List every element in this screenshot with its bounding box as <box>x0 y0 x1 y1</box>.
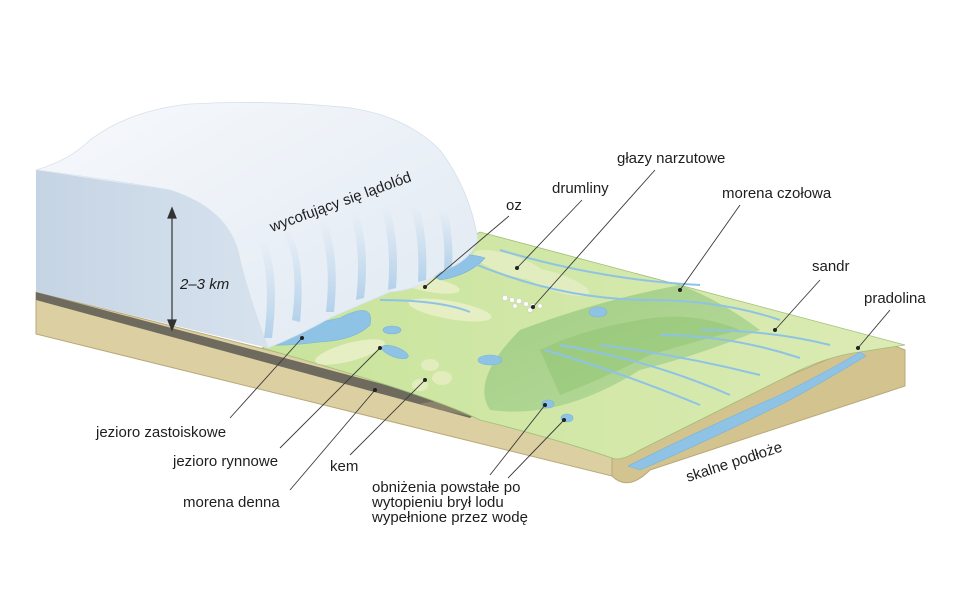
label-kem: kem <box>330 458 358 475</box>
label-oz: oz <box>506 197 522 214</box>
label-glazy-narzutowe: głazy narzutowe <box>617 150 725 167</box>
label-jezioro-zastoiskowe: jezioro zastoiskowe <box>95 424 226 441</box>
label-obnizenia-line1: obniżenia powstałe po <box>372 479 520 496</box>
label-obnizenia-line2: wytopieniu brył lodu <box>371 494 504 511</box>
label-morena-denna: morena denna <box>183 494 280 511</box>
label-pradolina: pradolina <box>864 290 926 307</box>
label-sandr: sandr <box>812 258 850 275</box>
label-obnizenia-line3: wypełnione przez wodę <box>371 509 528 526</box>
thickness-arrow <box>167 206 177 332</box>
label-morena-czolowa: morena czołowa <box>722 185 832 202</box>
thickness-label: 2–3 km <box>179 276 229 293</box>
meltwater-streams <box>379 249 831 406</box>
ice-sheet <box>35 102 479 349</box>
leader-lines <box>229 169 891 491</box>
label-drumliny: drumliny <box>552 180 609 197</box>
label-jezioro-rynnowe: jezioro rynnowe <box>172 453 278 470</box>
